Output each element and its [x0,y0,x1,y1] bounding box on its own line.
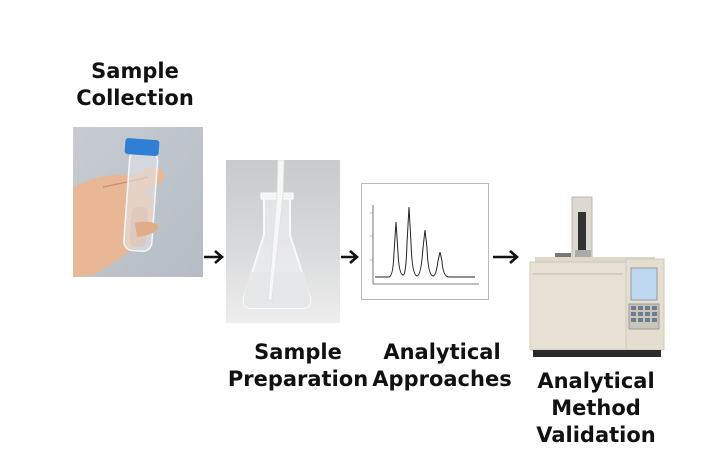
test-tube-hand-image [73,127,203,277]
arrow-right-icon [493,250,519,264]
arrow-right-icon [204,250,224,264]
arrow-right-icon [341,250,359,264]
chromatogram-image [361,183,489,300]
step-label-analytical-approaches: Analytical Approaches [372,340,512,391]
step-label-method-validation: Analytical Method Validation [536,369,656,447]
gas-chromatograph-image [529,196,665,357]
step-label-sample-collection: Sample Collection [76,59,194,110]
step-label-sample-preparation: Sample Preparation [227,340,369,391]
flask-pipette-image [226,160,340,323]
